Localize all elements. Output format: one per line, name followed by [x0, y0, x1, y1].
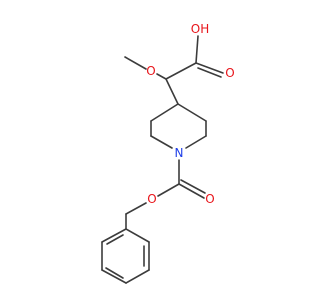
bond-benzene-inner-2: [105, 267, 124, 279]
bond-methyl-o: [124, 56, 147, 70]
molecule-structure: OH O O N O O: [101, 22, 235, 284]
atom-labels: OH O O N O O: [146, 22, 234, 206]
bond-ring-c2r-n: [185, 135, 207, 149]
molecule-canvas: OH O O N O O: [101, 22, 235, 284]
bond-c-o-double-1: [195, 62, 224, 74]
atom-o-ester: O: [147, 192, 156, 206]
bond-o-ch2: [125, 202, 147, 215]
bond-o-alpha: [156, 73, 167, 80]
bond-benzene-4: [101, 269, 127, 284]
bond-benzene-1: [125, 228, 150, 243]
bond-c-o-double-2: [197, 67, 222, 78]
bond-carbamate-o-double-2: [180, 179, 206, 194]
bond-ring-c3l-c4: [150, 103, 179, 122]
bond-ring-n-c2l: [150, 135, 173, 149]
bond-ring-c4-c3r: [177, 103, 207, 122]
bond-benzene-6: [101, 228, 127, 243]
atom-o-carbonyl-acid: O: [225, 66, 234, 80]
bond-carbamate-o-ester: [157, 183, 180, 197]
atom-n: N: [175, 146, 184, 160]
bond-benzene-3: [125, 269, 150, 284]
atom-o-carbonyl-cbz: O: [205, 192, 214, 206]
bond-c-oh: [195, 35, 199, 64]
bond-carbamate-o-double-1: [178, 183, 205, 199]
bonds: [101, 35, 224, 284]
bond-benzene-inner-3: [106, 234, 124, 245]
bond-alpha-ring: [165, 78, 179, 105]
bond-alpha-cooh: [165, 62, 197, 80]
atom-oh: OH: [191, 22, 209, 36]
atom-o-methoxy: O: [146, 64, 155, 78]
